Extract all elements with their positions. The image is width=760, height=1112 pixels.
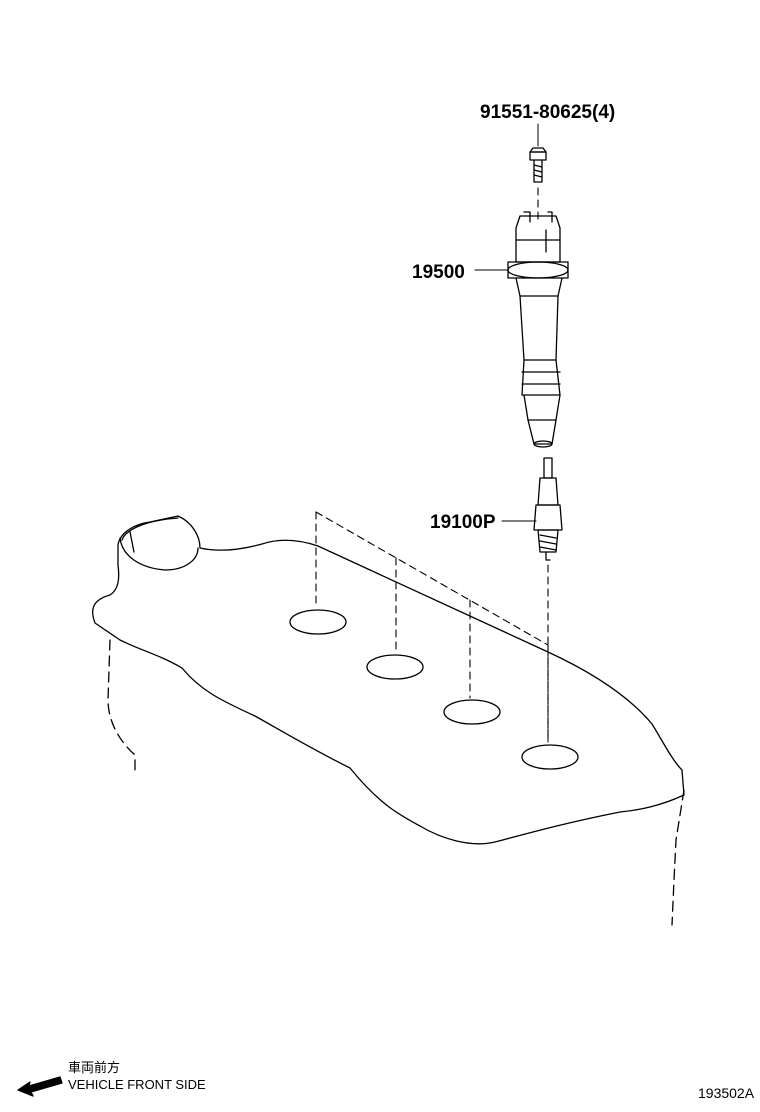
plug-hole-2 (366, 654, 424, 680)
illustration-id: 193502A (698, 1085, 755, 1101)
vehicle-front-japanese: 車両前方 (68, 1060, 120, 1075)
plug-hole-4 (521, 744, 579, 770)
assembly-guide-lines (315, 187, 549, 743)
spark-plug-part-number: 19100P (430, 512, 496, 533)
vehicle-front-english: VEHICLE FRONT SIDE (68, 1077, 206, 1092)
leader-lines (474, 123, 539, 522)
ignition-coil-drawing (507, 211, 569, 448)
cylinder-head-cover (92, 515, 685, 926)
plug-hole-1 (289, 609, 347, 635)
bolt-part-number: 91551-80625(4) (480, 102, 615, 123)
spark-plug-holes (289, 609, 579, 770)
bolt-drawing (529, 147, 547, 183)
spark-plug-drawing (533, 457, 563, 561)
ignition-coil-part-number: 19500 (412, 262, 465, 283)
arrow-left-icon (17, 1076, 63, 1097)
plug-hole-3 (443, 699, 501, 725)
